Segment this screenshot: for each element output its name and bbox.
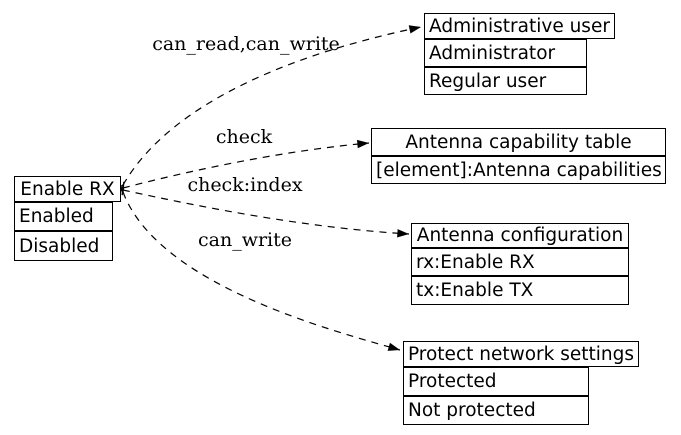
node-antenna-configuration-title: Antenna configuration [411,223,629,248]
node-antenna-configuration-row-tx: tx:Enable TX [411,276,629,305]
edge-label-can-write: can_write [197,229,293,251]
node-enable-rx-row-enabled: Enabled [14,202,113,231]
node-protect-network-settings-row-protected: Protected [403,367,589,396]
edge-label-check: check [215,126,273,148]
edge-can-write [115,181,401,351]
node-antenna-capability-table-title: Antenna capability table [371,128,666,156]
edge-check [112,139,370,196]
edge-label-check-index: check:index [187,174,303,196]
node-enable-rx-title: Enable RX [14,176,121,202]
node-antenna-configuration-row-rx: rx:Enable RX [411,248,629,276]
node-administrative-user-row-administrator: Administrator [424,39,587,67]
node-protect-network-settings-row-not-protected: Not protected [403,396,589,425]
edge-label-can-read-can-write: can_read,can_write [152,33,340,55]
edge-check-index [112,183,410,238]
node-antenna-capability-table-row-element: [element]:Antenna capabilities [371,156,666,184]
node-enable-rx-row-disabled: Disabled [14,231,113,261]
node-administrative-user-row-regular-user: Regular user [424,67,587,95]
node-protect-network-settings-title: Protect network settings [403,341,639,367]
node-administrative-user-title: Administrative user [424,13,615,39]
